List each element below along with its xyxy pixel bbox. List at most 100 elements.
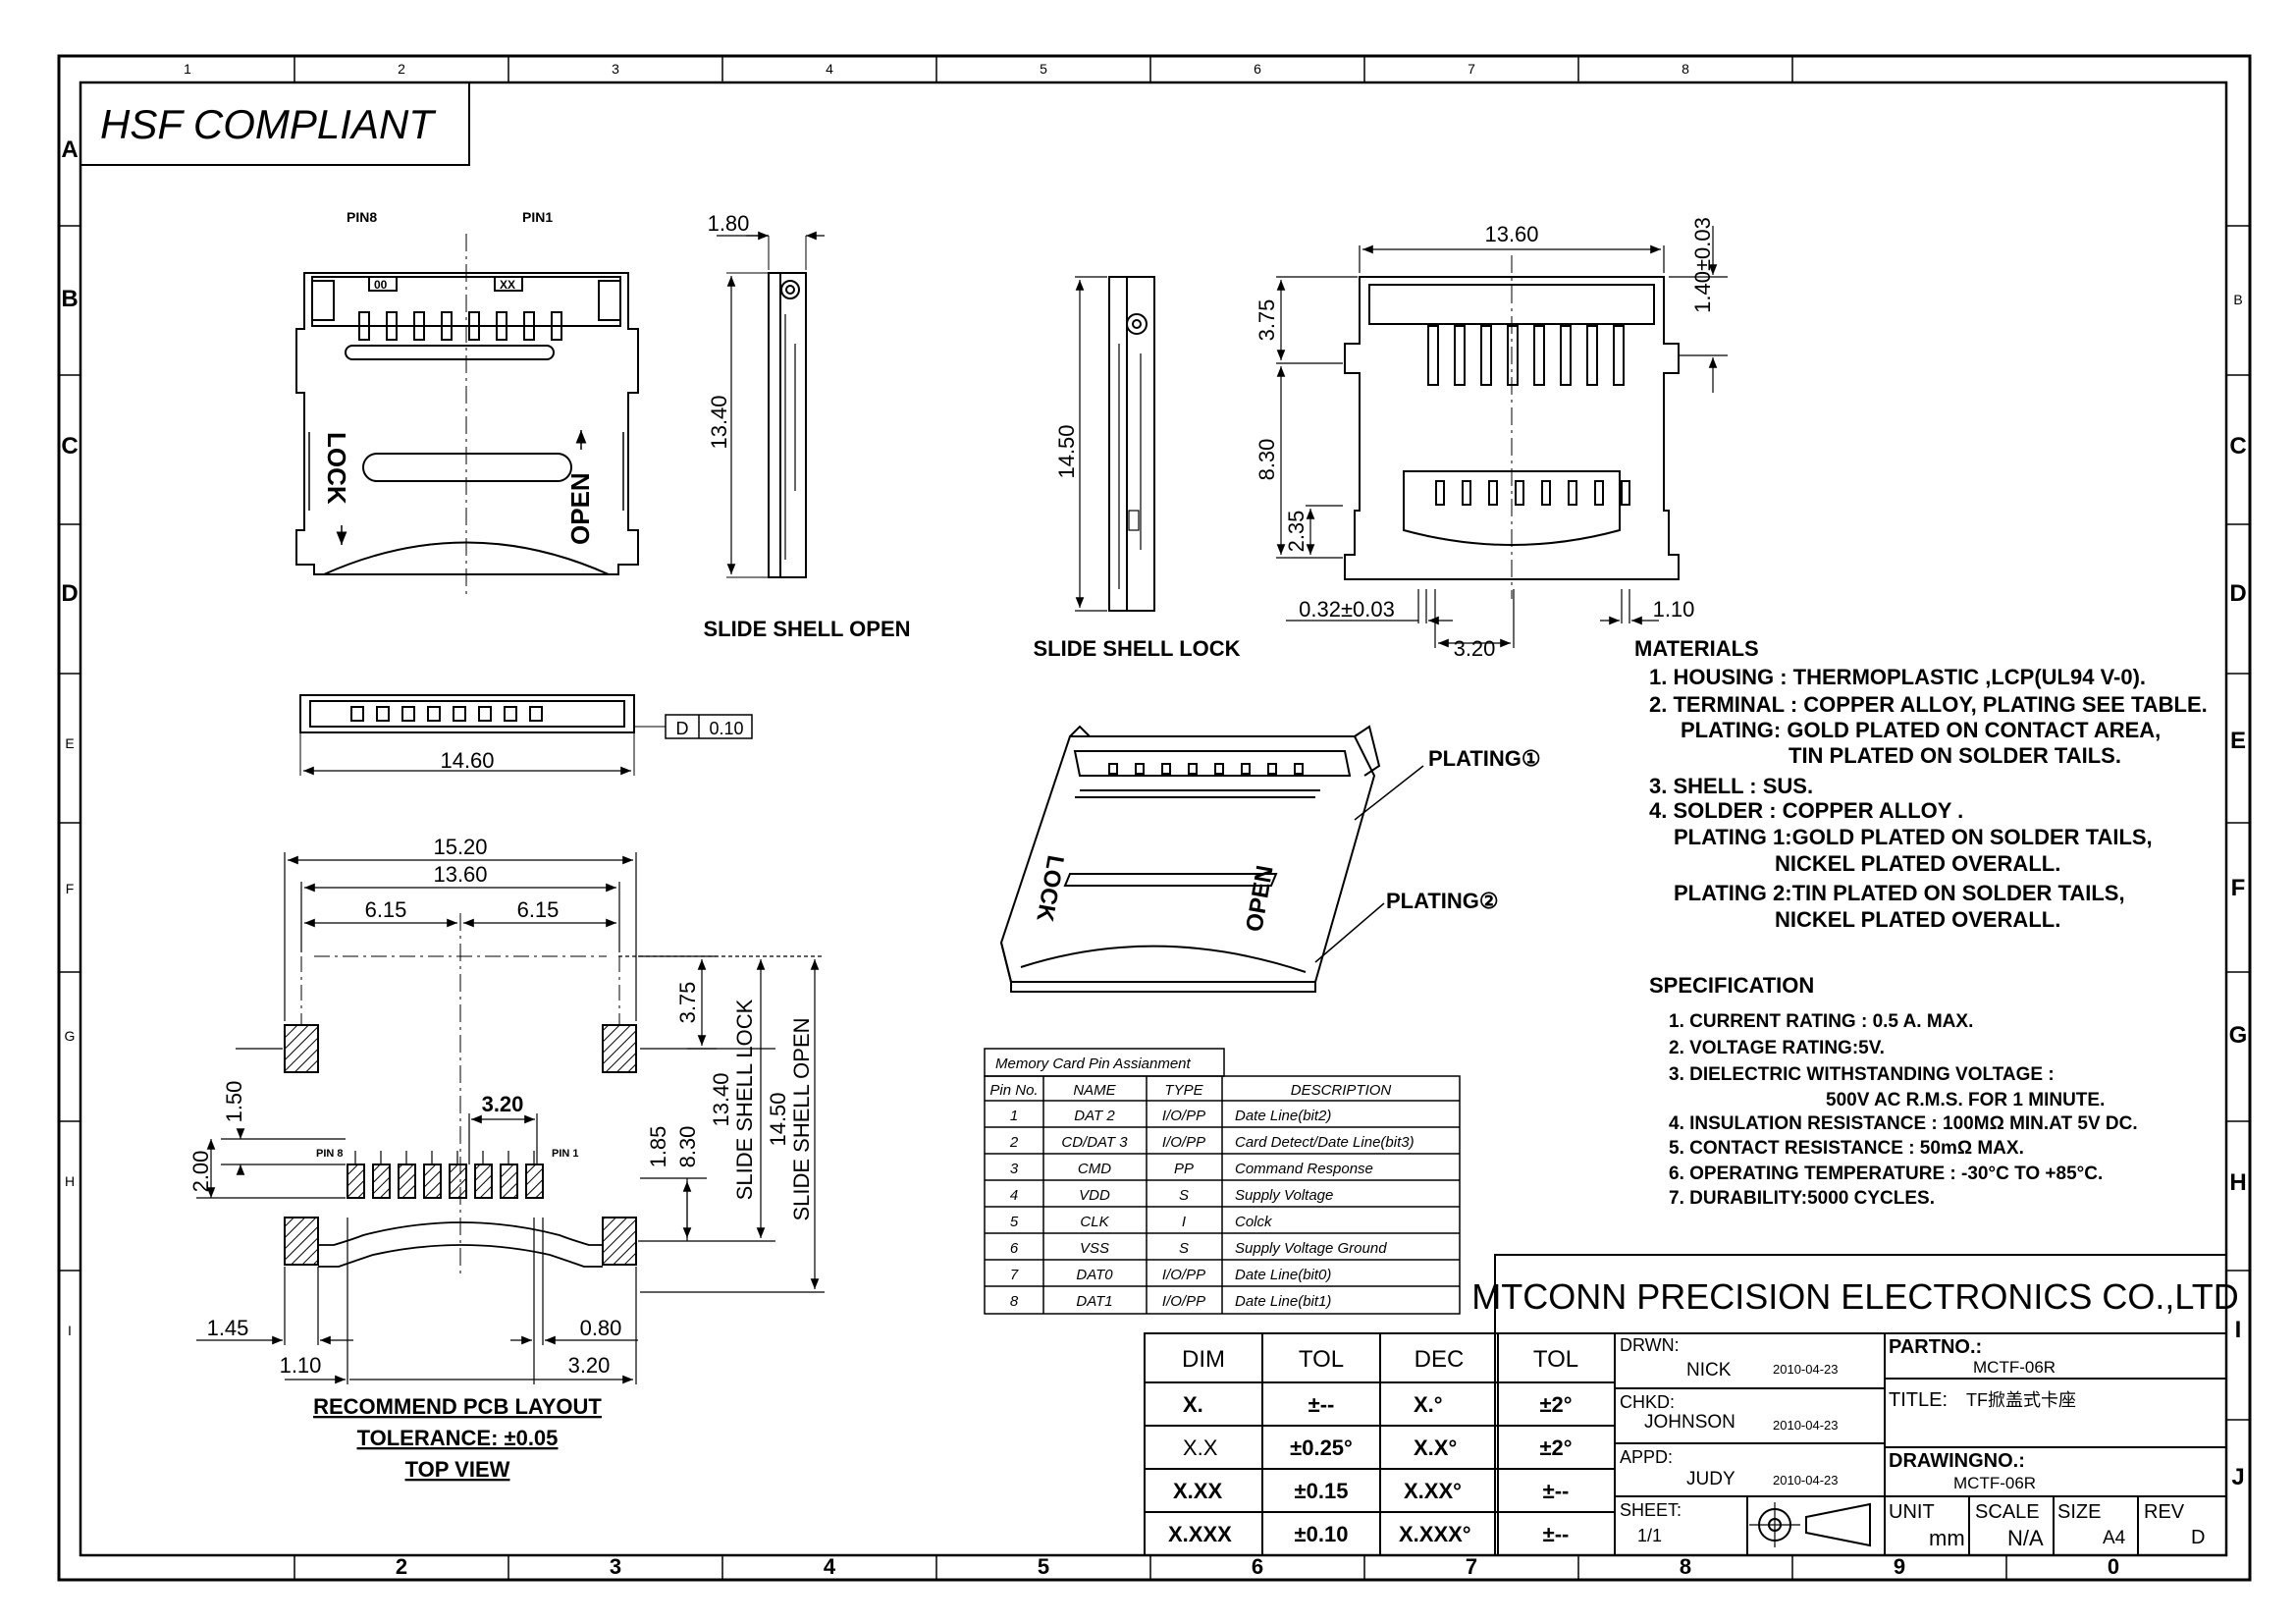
pin-table-title: Memory Card Pin Assianment [995, 1056, 1192, 1072]
tol-header-dim: DIM [1182, 1346, 1225, 1373]
partno-label: PARTNO.: [1889, 1336, 1982, 1358]
drawingno-value: MCTF-06R [1953, 1474, 2036, 1492]
pin-table-header-desc: DESCRIPTION [1291, 1082, 1392, 1099]
top-view-labels: PIN8 PIN1 00 XX LOCK OPEN [322, 209, 595, 545]
pcb-dim-080: 0.80 [580, 1316, 622, 1340]
zone-top-2: 2 [398, 61, 405, 77]
table-cell: VSS [1080, 1240, 1109, 1257]
zone-right-j: J [2231, 1464, 2244, 1490]
table-cell: X.XXX [1168, 1522, 1232, 1546]
pcb-captions: RECOMMEND PCB LAYOUT TOLERANCE: ±0.05 TO… [313, 1394, 602, 1482]
pcb-dim-1360: 13.60 [433, 862, 487, 887]
zone-right-d: D [2229, 580, 2246, 607]
table-cell: I [1182, 1214, 1186, 1230]
front-view-width-dim: 14.60 [440, 748, 494, 773]
table-cell: X. [1183, 1392, 1203, 1417]
table-cell: 5 [1010, 1214, 1019, 1230]
lock-view-dim-375: 3.75 [1255, 299, 1279, 342]
table-cell: X.XX° [1404, 1479, 1462, 1503]
table-cell: ±2° [1539, 1435, 1572, 1460]
table-cell: I/O/PP [1162, 1293, 1205, 1310]
appd-date: 2010-04-23 [1773, 1473, 1839, 1488]
pcb-dim-185: 1.85 [646, 1126, 670, 1168]
side-open-length-dim: 13.40 [707, 395, 731, 449]
pcb-open-label: SLIDE SHELL OPEN [789, 1017, 814, 1220]
lock-view-height-tol: 1.40±0.03 [1690, 217, 1715, 313]
zone-left-d: D [61, 580, 78, 607]
lock-view-upper-contacts [1427, 325, 1625, 386]
pcb-dim-110: 1.10 [280, 1353, 322, 1378]
zone-left-b: B [61, 286, 78, 312]
side-view-lock [1108, 276, 1155, 612]
table-cell: I/O/PP [1162, 1267, 1205, 1283]
table-cell: X.X [1183, 1435, 1218, 1460]
title-label: TITLE: [1889, 1389, 1948, 1411]
spec-line-6: 5. CONTACT RESISTANCE : 50mΩ MAX. [1669, 1138, 2024, 1159]
zone-left-h: H [65, 1173, 75, 1189]
zone-bottom-8: 8 [1680, 1554, 1691, 1579]
pin-table [984, 1048, 1461, 1315]
zone-left-g: G [65, 1028, 76, 1044]
pcb-pin1-label: PIN 1 [552, 1148, 579, 1160]
materials-line-4: TIN PLATED ON SOLDER TAILS. [1789, 743, 2121, 768]
pcb-dim-320: 3.20 [482, 1092, 524, 1116]
appd-name: JUDY [1686, 1469, 1735, 1489]
table-cell: Card Detect/Date Line(bit3) [1235, 1134, 1415, 1151]
pcb-caption-1: RECOMMEND PCB LAYOUT [313, 1394, 602, 1419]
rev-label: REV [2144, 1501, 2185, 1523]
lock-label: LOCK [322, 432, 351, 505]
table-cell: Colck [1235, 1214, 1273, 1230]
appd-label: APPD: [1620, 1447, 1673, 1467]
zone-bottom-0: 0 [2108, 1554, 2119, 1579]
table-cell: Supply Voltage [1235, 1187, 1333, 1204]
table-cell: 7 [1010, 1267, 1019, 1283]
zone-right-e: E [2230, 728, 2246, 754]
table-cell: S [1179, 1240, 1189, 1257]
tol-header-dec: DEC [1415, 1346, 1465, 1373]
zone-top-1: 1 [184, 61, 191, 77]
zone-bottom-3: 3 [610, 1554, 621, 1579]
spec-line-5: 4. INSULATION RESISTANCE : 100MΩ MIN.AT … [1669, 1113, 2138, 1134]
hsf-compliant-label: HSF COMPLIANT [100, 101, 437, 147]
table-cell: 4 [1010, 1187, 1018, 1204]
materials-line-3: PLATING: GOLD PLATED ON CONTACT AREA, [1681, 718, 2161, 742]
pcb-dim-labels: 15.20 13.60 6.15 6.15 3.75 13.40 SLIDE S… [188, 835, 814, 1378]
pin8-label: PIN8 [347, 209, 377, 225]
lock-view-dims [1276, 226, 1728, 648]
zone-left-e: E [65, 735, 74, 751]
top-view-contacts [358, 311, 562, 341]
table-cell: DAT1 [1076, 1293, 1112, 1310]
zone-top-7: 7 [1468, 61, 1475, 77]
pin-table-header-name: NAME [1073, 1082, 1116, 1099]
partno-value: MCTF-06R [1973, 1358, 2056, 1377]
iso-lock-label: LOCK [1031, 853, 1069, 924]
pcb-dims [196, 852, 825, 1384]
table-cell: Command Response [1235, 1161, 1373, 1177]
zone-right-h: H [2229, 1169, 2246, 1196]
table-cell: 1 [1010, 1108, 1018, 1124]
zone-right-g: G [2229, 1022, 2248, 1049]
pcb-pad-bottom-left [284, 1217, 319, 1266]
drwn-date: 2010-04-23 [1773, 1362, 1839, 1377]
spec-title: SPECIFICATION [1649, 973, 1814, 998]
zone-bottom-9: 9 [1894, 1554, 1905, 1579]
pcb-dim-1450: 14.50 [766, 1092, 790, 1146]
table-cell: 6 [1010, 1240, 1019, 1257]
zone-top-4: 4 [826, 61, 833, 77]
pcb-dim-615-right: 6.15 [517, 897, 560, 922]
pcb-lock-label: SLIDE SHELL LOCK [732, 999, 757, 1200]
materials-line-6: 4. SOLDER : COPPER ALLOY . [1649, 798, 1963, 823]
sheet-label: SHEET: [1620, 1500, 1682, 1520]
spec-line-2: 2. VOLTAGE RATING:5V. [1669, 1038, 1885, 1058]
zone-bottom-6: 6 [1252, 1554, 1263, 1579]
table-cell: ±-- [1543, 1522, 1570, 1546]
table-cell: X.° [1414, 1392, 1443, 1417]
unit-label: UNIT [1889, 1501, 1935, 1523]
isometric-view [999, 725, 1381, 993]
tol-header-tol: TOL [1299, 1346, 1344, 1373]
spec-line-7: 6. OPERATING TEMPERATURE : -30°C TO +85°… [1669, 1164, 2103, 1184]
materials-line-9: PLATING 2:TIN PLATED ON SOLDER TAILS, [1674, 881, 2125, 905]
lock-view-connector [1344, 255, 1680, 599]
pin-table-text: Memory Card Pin Assianment Pin No. NAME … [989, 1056, 1414, 1310]
table-cell: ±0.15 [1295, 1479, 1349, 1503]
